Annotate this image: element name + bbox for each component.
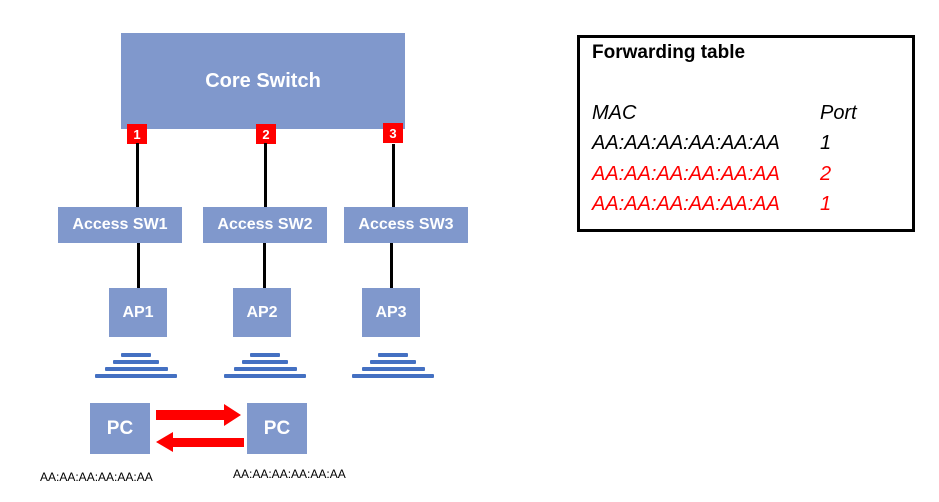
port-badge-1: 1	[127, 124, 147, 144]
ap2-node: AP2	[233, 288, 291, 337]
row-mac-value: AA:AA:AA:AA:AA:AA	[592, 163, 780, 185]
link-line-port2-sw2	[264, 143, 267, 207]
wifi-bar	[242, 360, 288, 364]
port-column-header: Port	[820, 102, 857, 124]
arrow-head	[224, 404, 241, 426]
port-badge-3: 3	[383, 123, 403, 143]
wifi-bar	[233, 367, 297, 371]
access-switch-1-label: Access SW1	[72, 216, 168, 233]
wifi-bar	[224, 374, 306, 378]
row-port-value: 1	[820, 193, 832, 215]
wifi-bar	[361, 367, 425, 371]
ap3-node: AP3	[362, 288, 420, 337]
core-switch-node: Core Switch	[121, 33, 405, 129]
wifi-bar	[370, 360, 416, 364]
traffic-arrow-right-icon	[156, 404, 241, 427]
pc-right-node: PC	[247, 403, 307, 454]
access-switch-2-node: Access SW2	[203, 207, 327, 243]
access-switch-1-node: Access SW1	[58, 207, 182, 243]
link-line-sw1-ap1	[137, 243, 140, 288]
forwarding-table-row: AA:AA:AA:AA:AA:AA 1	[592, 132, 831, 155]
row-port-value: 1	[820, 132, 832, 154]
port-badge-2: 2	[256, 124, 276, 144]
forwarding-table-row: AA:AA:AA:AA:AA:AA 1	[592, 193, 831, 216]
traffic-arrow-left-icon	[156, 432, 244, 453]
row-mac-value: AA:AA:AA:AA:AA:AA	[592, 193, 780, 215]
pc-left-mac-label: AA:AA:AA:AA:AA:AA	[40, 470, 153, 484]
forwarding-table-row: AA:AA:AA:AA:AA:AA 2	[592, 163, 831, 186]
link-line-port1-sw1	[136, 143, 139, 207]
arrow-shaft	[156, 410, 224, 420]
arrow-head	[156, 432, 173, 452]
wifi-bar	[378, 353, 408, 357]
access-switch-3-node: Access SW3	[344, 207, 468, 243]
wifi-bar	[113, 360, 159, 364]
row-mac-value: AA:AA:AA:AA:AA:AA	[592, 132, 780, 154]
ap2-label: AP2	[246, 303, 278, 321]
row-port-value: 2	[820, 163, 832, 185]
ap3-label: AP3	[375, 303, 407, 321]
link-line-sw2-ap2	[263, 243, 266, 288]
pc-right-mac-label: AA:AA:AA:AA:AA:AA	[233, 467, 346, 481]
wifi-bar	[104, 367, 168, 371]
access-switch-2-label: Access SW2	[217, 216, 313, 233]
link-line-port3-sw3	[392, 144, 395, 207]
forwarding-table: Forwarding table MAC Port AA:AA:AA:AA:AA:…	[577, 35, 915, 232]
wifi-bar	[352, 374, 434, 378]
pc-left-node: PC	[90, 403, 150, 454]
wifi-bar	[121, 353, 151, 357]
wifi-signal-icon	[352, 353, 434, 378]
core-switch-label: Core Switch	[205, 69, 321, 92]
ap1-node: AP1	[109, 288, 167, 337]
wifi-signal-icon	[224, 353, 306, 378]
ap1-label: AP1	[122, 303, 154, 321]
pc-right-label: PC	[263, 417, 291, 439]
access-switch-3-label: Access SW3	[358, 216, 454, 233]
arrow-shaft	[173, 438, 244, 447]
mac-column-header: MAC	[592, 102, 637, 124]
forwarding-table-title: Forwarding table	[592, 42, 746, 63]
pc-left-label: PC	[106, 417, 134, 439]
wifi-bar	[250, 353, 280, 357]
forwarding-table-header-row: MAC Port	[592, 102, 857, 125]
wifi-signal-icon	[95, 353, 177, 378]
link-line-sw3-ap3	[390, 243, 393, 288]
wifi-bar	[95, 374, 177, 378]
